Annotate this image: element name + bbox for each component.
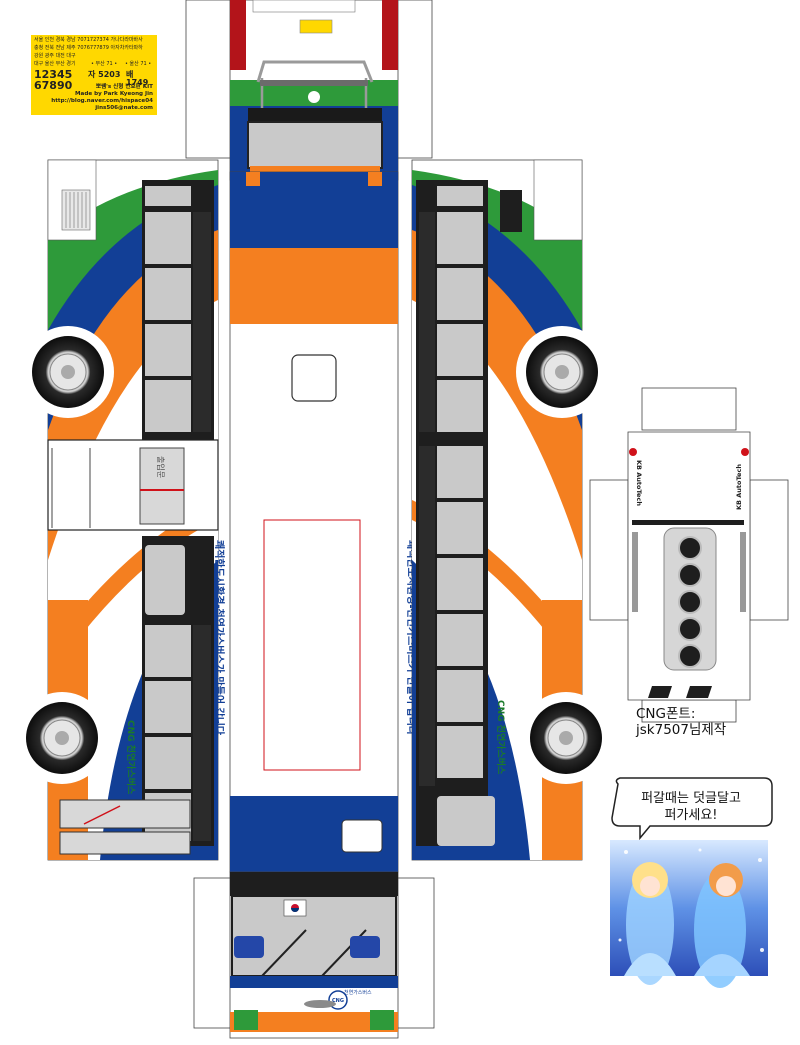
- plate-row-4: 대구 울산 부산 경기: [34, 61, 76, 67]
- plate-region-b: • 울산 71 •: [125, 61, 152, 67]
- plate-digits-a: 12345: [34, 68, 73, 81]
- brand-left: KB AutoTech: [635, 460, 643, 506]
- side-slogan-left: 쾌적한도시환경-천연가스버스가 만들어 갑니다: [213, 540, 226, 736]
- left-front-wheel-icon: [22, 326, 114, 418]
- left-fuel-label: CNG 천연가스버스: [125, 720, 137, 795]
- right-side-panel: CNG 천연가스버스: [411, 159, 612, 861]
- left-windows: [142, 180, 214, 846]
- roof-panel: [229, 171, 399, 873]
- bubble-line-1: 퍼갈때는 덧글달고: [641, 791, 741, 806]
- rear-plate: [299, 19, 333, 34]
- left-side-panel: CNG 천연가스버스 출입문: [16, 159, 219, 861]
- cng-font-credit: CNG폰트: jsk7507님제작: [636, 706, 726, 738]
- roof-tank-outline: [263, 519, 361, 771]
- plate-row-2: 충청 전북 전남 제주 7076777879 아자차카타파하: [34, 45, 143, 51]
- kb-logo-icon-left: [629, 448, 637, 456]
- plate-region-a: • 부산 71 •: [91, 61, 118, 67]
- cng-badge-front: CNG: [332, 998, 344, 1004]
- roof-hatch: [291, 354, 337, 402]
- plate-digits-b: 67890: [34, 79, 73, 92]
- plate-row-1: 서울 인천 경북 경남 7071727374 가나다라마바사: [34, 37, 143, 43]
- front-panel: CNG 천연가스버스: [193, 871, 435, 1039]
- front-label: 천연가스버스: [344, 989, 372, 996]
- plate-sample-b: 배 1749: [126, 70, 149, 88]
- left-door: [47, 439, 219, 855]
- right-fuel-label: CNG 천연가스버스: [495, 700, 507, 775]
- anime-illustration: [610, 840, 768, 988]
- kit-title: 뽀썜's 신형 번호판 KIT: [95, 84, 153, 90]
- left-rear-wheel-icon: [16, 692, 108, 784]
- bubble-line-2: 퍼가세요!: [664, 808, 718, 823]
- brand-right: KB AutoTech: [735, 464, 743, 510]
- cng-font-line-2: jsk7507님제작: [636, 722, 727, 738]
- rear-panel: [185, 0, 433, 181]
- right-rear-wheel-icon: [520, 692, 612, 784]
- kit-email: jins506@nate.com: [95, 105, 153, 111]
- cng-emblem-rear: [308, 91, 320, 103]
- plate-sample-a: 자 5203: [88, 70, 121, 79]
- kit-author: Made by Park Kyeong Jin: [74, 91, 153, 97]
- license-plate-kit: 서울 인천 경북 경남 7071727374 가나다라마바사 충청 전북 전남 …: [31, 35, 157, 115]
- speech-bubble: [611, 777, 773, 841]
- right-windows: [416, 180, 495, 846]
- bubble-text: 퍼갈때는 덧글달고 퍼가세요!: [616, 790, 766, 824]
- right-front-wheel-icon: [516, 326, 608, 418]
- cng-font-line-1: CNG폰트:: [636, 706, 696, 722]
- plate-row-3: 강원 광주 대전 대구: [34, 53, 76, 59]
- kb-logo-icon-right: [741, 448, 749, 456]
- kit-blog: http://blog.naver.com/hispace04: [51, 98, 153, 104]
- cng-roof-part: KB AutoTech KB AutoTech: [589, 387, 789, 723]
- left-door-sticker: 출입문: [156, 456, 166, 478]
